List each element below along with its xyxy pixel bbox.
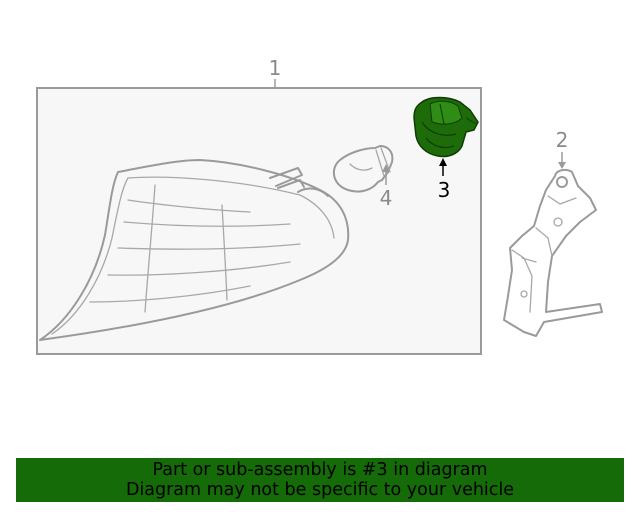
- parts-diagram: 1 4 3 2: [36, 56, 603, 355]
- callout-3-arrow-icon: [439, 158, 447, 166]
- callout-1[interactable]: 1: [269, 56, 282, 80]
- info-banner: Part or sub-assembly is #3 in diagram Di…: [16, 458, 624, 502]
- callout-4-arrow-icon: [382, 164, 390, 172]
- callout-4[interactable]: 4: [380, 186, 393, 210]
- banner-line-2: Diagram may not be specific to your vehi…: [125, 480, 515, 500]
- mounting-bracket-icon[interactable]: [503, 168, 603, 337]
- assembly-panel: [36, 87, 482, 355]
- lamp-assembly-icon[interactable]: [39, 159, 350, 341]
- callout-3[interactable]: 3: [438, 178, 451, 202]
- banner-line-1: Part or sub-assembly is #3 in diagram: [152, 460, 488, 480]
- callout-2[interactable]: 2: [556, 128, 569, 152]
- bulb-socket-icon[interactable]: [413, 96, 479, 158]
- callout-2-arrow-icon: [558, 162, 566, 169]
